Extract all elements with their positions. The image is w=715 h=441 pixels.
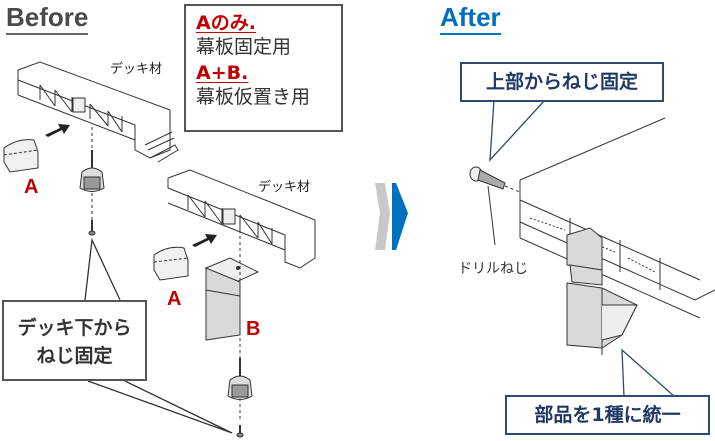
before-title: Before (6, 2, 89, 35)
after-title: After (440, 2, 501, 35)
adjuster-foot-before-2 (227, 358, 253, 400)
callout-pointer-before (84, 237, 233, 434)
legend-value-a-plus-b: 幕板仮置き用 (196, 86, 311, 108)
adjuster-foot-before-1 (79, 150, 105, 192)
chevron-gray-icon (375, 183, 390, 250)
screw-before-2 (236, 425, 244, 438)
callout-before-line2: ねじ固定 (36, 345, 113, 367)
callout-fix-from-below: デッキ下から ねじ固定 (2, 300, 147, 381)
legend-value-a-only: 幕板固定用 (196, 36, 292, 58)
insert-arrow-icon-2 (192, 234, 217, 247)
part-a-label-2: A (167, 288, 182, 310)
callout-unify-parts: 部品を1種に統一 (505, 395, 710, 435)
legend-key-a-only: Aのみ. (196, 12, 256, 34)
part-a-label-1: A (24, 176, 39, 198)
legend-key-a-plus-b: A+B. (196, 62, 249, 84)
unified-bracket-after (566, 227, 638, 355)
callout-pointer-after-top (489, 99, 547, 162)
part-a-before-2 (153, 246, 189, 281)
part-b-label: B (246, 318, 261, 340)
drill-screw-label: ドリルねじ (458, 261, 528, 277)
callout-before-line1: デッキ下から (17, 317, 132, 339)
deck-label-1: デッキ材 (110, 62, 163, 77)
insert-arrow-icon (45, 124, 70, 137)
part-a-before-1 (3, 139, 39, 173)
deck-board-after (519, 117, 715, 319)
deck-board-before-1 (17, 61, 179, 163)
callout-fix-from-top: 上部からねじ固定 (460, 62, 664, 102)
chevron-blue-icon (392, 183, 408, 250)
drill-screw-icon (469, 166, 521, 246)
legend-box: Aのみ. 幕板固定用 A+B. 幕板仮置き用 (184, 4, 343, 132)
deck-label-2: デッキ材 (258, 180, 311, 195)
callout-pointer-after-bottom (621, 348, 677, 398)
screw-before-1 (88, 220, 96, 236)
deck-board-before-2 (167, 169, 316, 269)
